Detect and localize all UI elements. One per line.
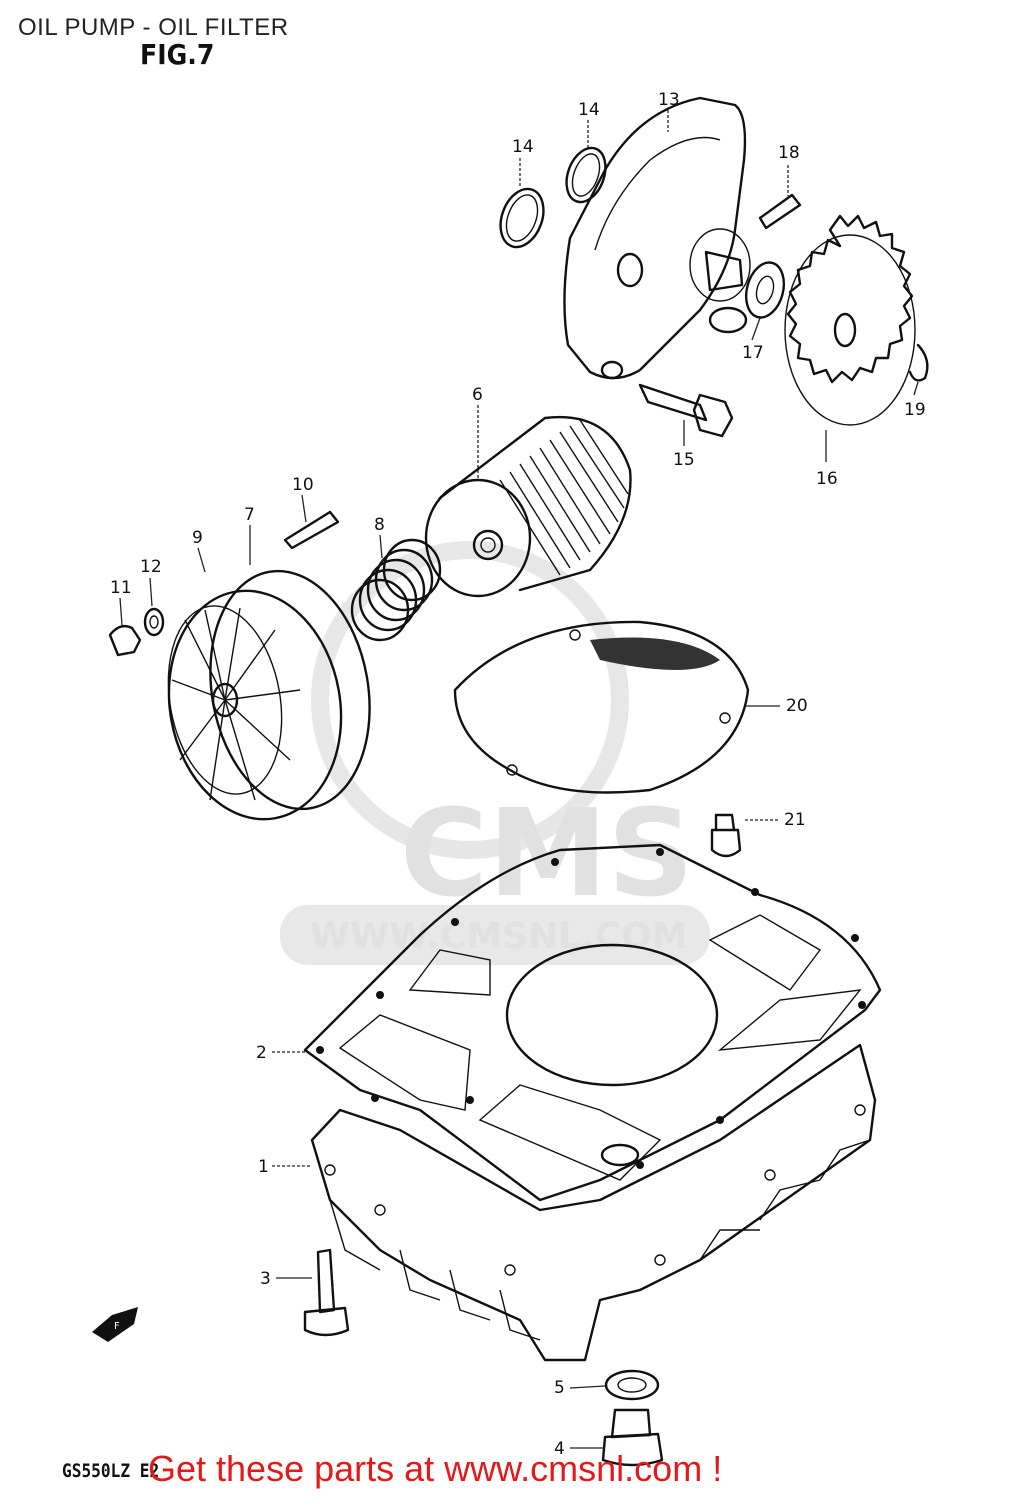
part-label-19: 19	[904, 400, 926, 420]
part-label-11: 11	[110, 578, 132, 598]
part-label-17: 17	[742, 343, 764, 363]
part-label-16: 16	[816, 469, 838, 489]
part-label-8: 8	[374, 515, 385, 535]
part-label-9: 9	[192, 528, 203, 548]
gasket-2	[303, 843, 882, 1202]
part-number-labels: 14 14 13 18 17 19 15 16 6 10 8 7 9 12 11…	[110, 90, 926, 1459]
gear-16	[784, 214, 916, 426]
part-label-12: 12	[140, 557, 162, 577]
part-label-14a: 14	[512, 137, 534, 157]
drain-plug-4	[601, 1408, 664, 1467]
direction-marker-label: F	[114, 1321, 120, 1332]
part-label-10: 10	[292, 475, 314, 495]
spring-8	[350, 538, 442, 642]
plate-20	[453, 620, 750, 794]
part-label-3: 3	[260, 1269, 271, 1289]
part-label-6: 6	[472, 385, 483, 405]
o-ring-14b	[565, 146, 607, 204]
front-direction-arrow-icon: F	[92, 1307, 138, 1342]
washer-17	[744, 261, 786, 319]
filter-cover-9	[167, 589, 343, 821]
oil-pump-body	[563, 96, 751, 380]
part-label-5: 5	[554, 1378, 565, 1398]
leader-lines	[119, 110, 919, 1449]
washer-12	[143, 607, 165, 637]
part-label-18: 18	[778, 143, 800, 163]
figure-number: FIG.7	[140, 38, 215, 71]
part-label-1: 1	[258, 1157, 269, 1177]
bolt-15	[638, 383, 734, 438]
watermark: CMS WWW.CMSNL.COM	[280, 541, 710, 965]
bolt-21	[710, 813, 742, 858]
model-code: GS550LZ E2	[62, 1460, 160, 1482]
part-label-4: 4	[554, 1439, 565, 1459]
part-label-20: 20	[786, 696, 808, 716]
pin-18	[758, 193, 802, 230]
bolt-3	[303, 1248, 350, 1337]
part-label-15: 15	[673, 450, 695, 470]
get-parts-link[interactable]: Get these parts at www.cmsnl.com !	[148, 1448, 723, 1489]
watermark-url: WWW.CMSNL.COM	[310, 916, 688, 957]
cap-nut-11	[108, 624, 142, 657]
part-label-2: 2	[256, 1043, 267, 1063]
part-label-21: 21	[784, 810, 806, 830]
oil-filter-6	[424, 415, 632, 598]
part-label-7: 7	[244, 505, 255, 525]
washer-5	[604, 1369, 660, 1401]
bolt-10	[283, 510, 340, 550]
o-ring-14a	[499, 187, 545, 249]
part-label-13: 13	[658, 90, 680, 110]
page-title: OIL PUMP - OIL FILTER	[18, 14, 289, 41]
part-label-14b: 14	[578, 100, 600, 120]
oil-pan-1	[310, 1043, 877, 1362]
circlip-19	[908, 343, 929, 382]
